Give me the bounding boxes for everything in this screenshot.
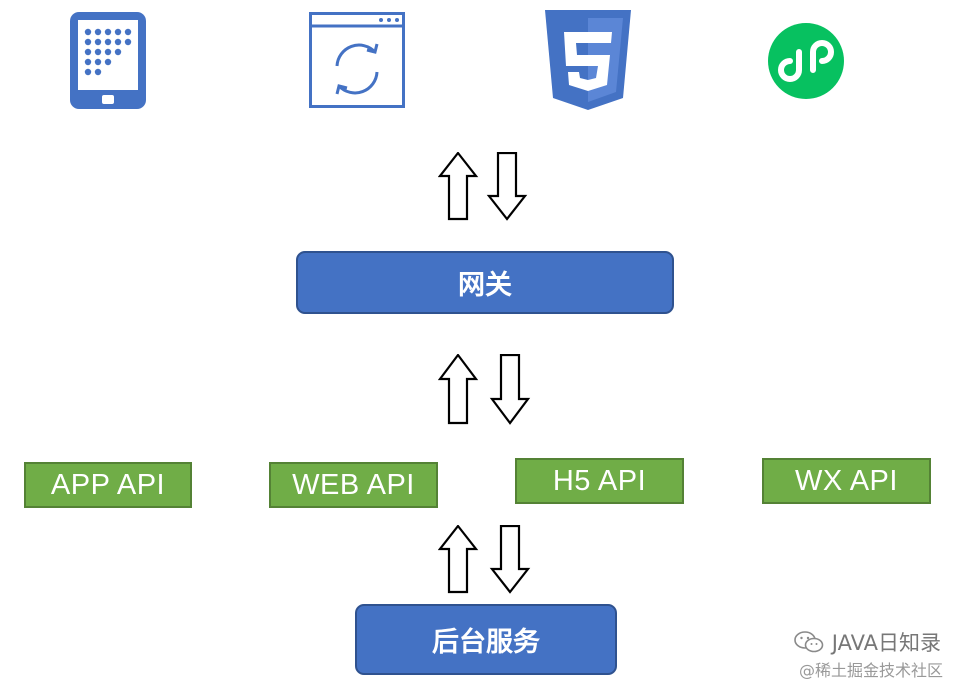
down-arrow-icon (489, 524, 531, 594)
web-api-box: WEB API (269, 462, 438, 508)
html5-icon (545, 10, 631, 110)
up-arrow-icon (437, 353, 479, 425)
wechat-mini-program-icon (766, 22, 846, 100)
gateway-label: 网关 (458, 270, 512, 301)
backend-box: 后台服务 (355, 604, 617, 675)
up-arrow-icon (437, 524, 479, 594)
arrow-pair-gateway-apis (437, 353, 534, 426)
down-arrow-icon (489, 353, 531, 425)
backend-label: 后台服务 (432, 627, 540, 658)
browser-refresh-icon (309, 12, 405, 108)
wx-api-box: WX API (762, 458, 931, 504)
tablet-icon (70, 12, 146, 109)
h5-api-box: H5 API (515, 458, 684, 504)
watermark-account-text: JAVA日知录 (831, 631, 941, 655)
down-arrow-icon (486, 151, 528, 221)
web-api-label: WEB API (292, 468, 415, 501)
gateway-box: 网关 (296, 251, 674, 314)
wx-api-label: WX API (795, 464, 898, 497)
watermark-site: @稀土掘金技术社区 (798, 661, 943, 680)
arrow-pair-apis-backend (437, 524, 534, 595)
h5-api-label: H5 API (552, 464, 647, 497)
watermark-account: JAVA日知录 (793, 627, 941, 657)
up-arrow-icon (437, 151, 479, 221)
app-api-label: APP API (50, 468, 166, 501)
wechat-icon (793, 630, 824, 654)
app-api-box: APP API (24, 462, 192, 508)
arrow-pair-clients-gateway (437, 151, 530, 222)
